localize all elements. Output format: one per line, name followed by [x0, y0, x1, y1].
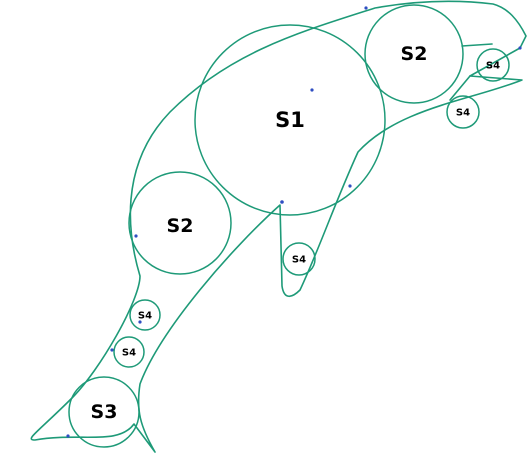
outline-dot	[348, 184, 352, 188]
circle-s4-snout-upper-label: S4	[486, 61, 500, 72]
circle-s4-fin-label: S4	[292, 255, 306, 266]
mouth-line	[449, 75, 471, 101]
circle-s1-label: S1	[275, 108, 305, 132]
circle-s3-tail-label: S3	[91, 401, 118, 423]
circle-s4-snout-lower: S4	[446, 95, 480, 129]
outline-dot	[364, 6, 368, 10]
outline-dot	[518, 46, 522, 50]
circle-s2-body-label: S2	[167, 215, 194, 237]
outline-dot	[66, 434, 70, 438]
circle-s3-tail: S3	[68, 376, 140, 448]
circle-s4-tailstock-upper: S4	[129, 299, 161, 331]
outline-dot	[280, 200, 284, 204]
circle-s4-snout-upper: S4	[476, 48, 510, 82]
circle-s1: S1	[194, 24, 386, 216]
outline-dot	[134, 234, 138, 238]
outline-dot	[138, 320, 142, 324]
circle-s4-tailstock-lower: S4	[113, 336, 145, 368]
circle-s4-fin: S4	[282, 242, 316, 276]
snout-upper-line	[461, 43, 493, 47]
circle-s2-head-label: S2	[401, 43, 428, 65]
outline-dot	[310, 88, 314, 92]
outline-dot	[110, 348, 114, 352]
dolphin-body-outline	[30, 0, 527, 453]
circle-s2-body: S2	[128, 171, 232, 275]
circle-s4-tailstock-upper-label: S4	[138, 311, 152, 322]
circle-s2-head: S2	[364, 4, 464, 104]
circle-s4-tailstock-lower-label: S4	[122, 348, 136, 359]
circle-s4-snout-lower-label: S4	[456, 108, 470, 119]
